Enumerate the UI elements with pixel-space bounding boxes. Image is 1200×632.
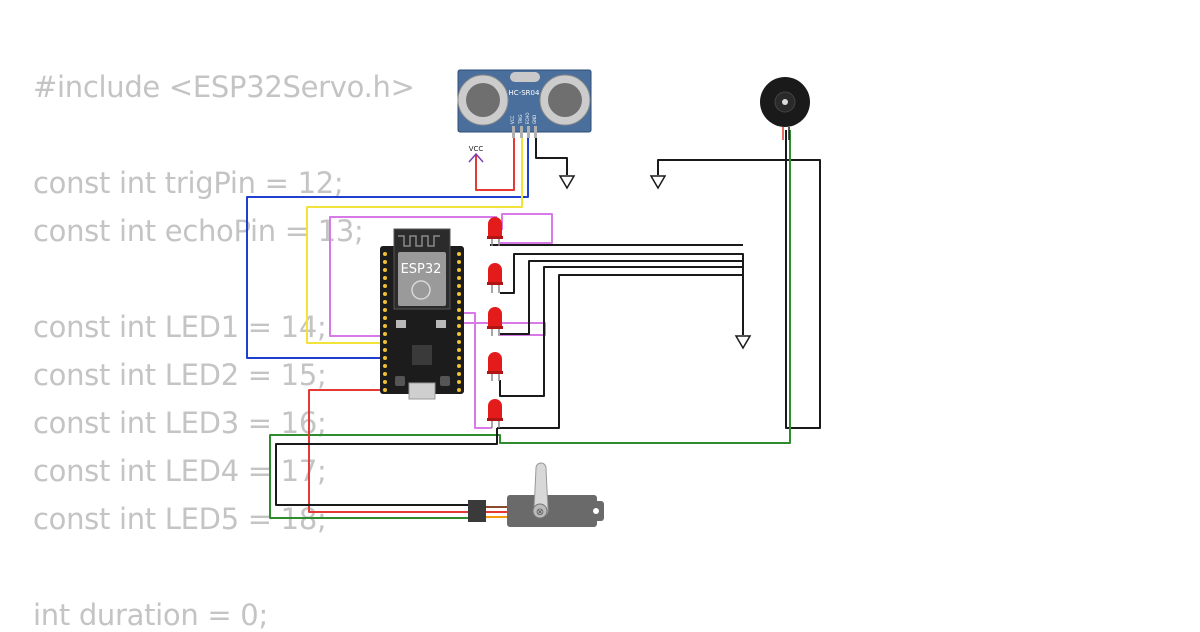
wire-led-gnd2[interactable] bbox=[500, 260, 743, 335]
sensor-pin-gnd: GND bbox=[532, 115, 537, 124]
led-3[interactable] bbox=[487, 307, 503, 336]
code-overlay: #include <ESP32Servo.h> const int trigPi… bbox=[33, 0, 453, 632]
code-line-led1: const int LED1 = 14; bbox=[33, 310, 327, 344]
code-line-echopin: const int echoPin = 13; bbox=[33, 214, 364, 248]
servo-screw-icon: ⊗ bbox=[536, 507, 544, 518]
vcc-label: VCC bbox=[469, 145, 484, 153]
wire-servo-gnd[interactable] bbox=[275, 428, 498, 506]
wire-trig[interactable] bbox=[246, 135, 529, 359]
espressif-logo-icon bbox=[411, 280, 431, 300]
vcc-symbol: VCC bbox=[468, 145, 484, 163]
code-line-include: #include <ESP32Servo.h> bbox=[33, 70, 415, 104]
gnd-symbol-leds bbox=[734, 335, 752, 350]
led-2[interactable] bbox=[487, 263, 503, 293]
code-line-led2: const int LED2 = 15; bbox=[33, 358, 327, 392]
wire-led1[interactable] bbox=[500, 213, 553, 244]
gnd-symbol-sensor bbox=[558, 175, 576, 190]
wire-echo[interactable] bbox=[306, 135, 523, 344]
wire-sensor-gnd[interactable] bbox=[535, 135, 568, 175]
wire-led-gnd4[interactable] bbox=[497, 274, 743, 429]
sensor-pin-trig: TRIG bbox=[518, 114, 523, 125]
led-4[interactable] bbox=[487, 352, 503, 381]
wire-led-gnd3[interactable] bbox=[499, 266, 743, 397]
sensor-pin-vcc: VCC bbox=[510, 115, 515, 124]
wire-buzzer-gnd[interactable] bbox=[657, 130, 821, 429]
servo-motor[interactable]: ⊗ bbox=[468, 462, 604, 527]
code-line-trigpin: const int trigPin = 12; bbox=[33, 166, 344, 200]
code-line-led3: const int LED3 = 16; bbox=[33, 406, 327, 440]
code-line-duration: int duration = 0; bbox=[33, 598, 268, 632]
wire-led-gnd1[interactable] bbox=[500, 253, 744, 335]
gnd-symbol-buzzer bbox=[649, 175, 667, 190]
mcu-label: ESP32 bbox=[401, 262, 442, 277]
wire-buzzer-signal[interactable] bbox=[269, 130, 791, 519]
led-1[interactable] bbox=[487, 217, 503, 246]
sensor-pin-echo: ECHO bbox=[525, 113, 530, 124]
sensor-label: HC-SR04 bbox=[509, 89, 540, 97]
esp32-board[interactable]: ESP32 bbox=[380, 228, 464, 400]
wire-vcc[interactable] bbox=[475, 135, 515, 191]
led-5[interactable] bbox=[487, 399, 503, 428]
piezo-buzzer[interactable] bbox=[760, 77, 810, 140]
code-line-led4: const int LED4 = 17; bbox=[33, 454, 327, 488]
wire-servo-power[interactable] bbox=[308, 389, 470, 513]
wire-led3[interactable] bbox=[462, 312, 492, 429]
ultrasonic-sensor[interactable]: HC-SR04 VCC TRIG ECHO GND bbox=[457, 69, 592, 138]
